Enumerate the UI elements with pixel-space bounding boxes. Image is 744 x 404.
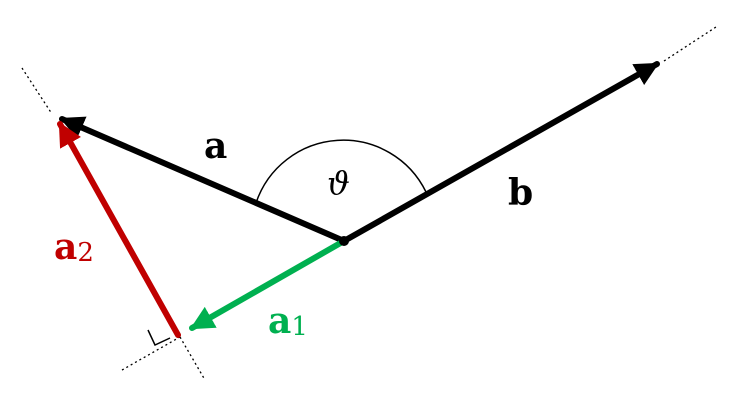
label-a1: a1: [268, 300, 308, 342]
label-a: a: [204, 125, 227, 167]
origin-point: [339, 236, 349, 246]
guide-line-a: [21, 67, 53, 115]
guide-line-perpendicular: [179, 336, 206, 381]
label-a1-symbol: a: [268, 300, 291, 342]
angle-arc: [255, 139, 427, 204]
label-a2: a2: [54, 226, 94, 268]
label-a1-subscript: 1: [291, 312, 308, 342]
label-a2-symbol: a: [54, 226, 77, 268]
label-b: b: [508, 172, 533, 214]
vector-b: [341, 61, 660, 244]
vector-a2: [57, 121, 181, 338]
label-theta: ϑ: [327, 164, 350, 202]
vector-a1: [189, 238, 347, 331]
guide-line-b-lower: [121, 336, 181, 371]
label-a2-subscript: 2: [77, 238, 94, 268]
vector-a: [59, 116, 347, 244]
right-angle-marker: [147, 329, 171, 346]
guide-line-b-upper: [663, 26, 717, 62]
